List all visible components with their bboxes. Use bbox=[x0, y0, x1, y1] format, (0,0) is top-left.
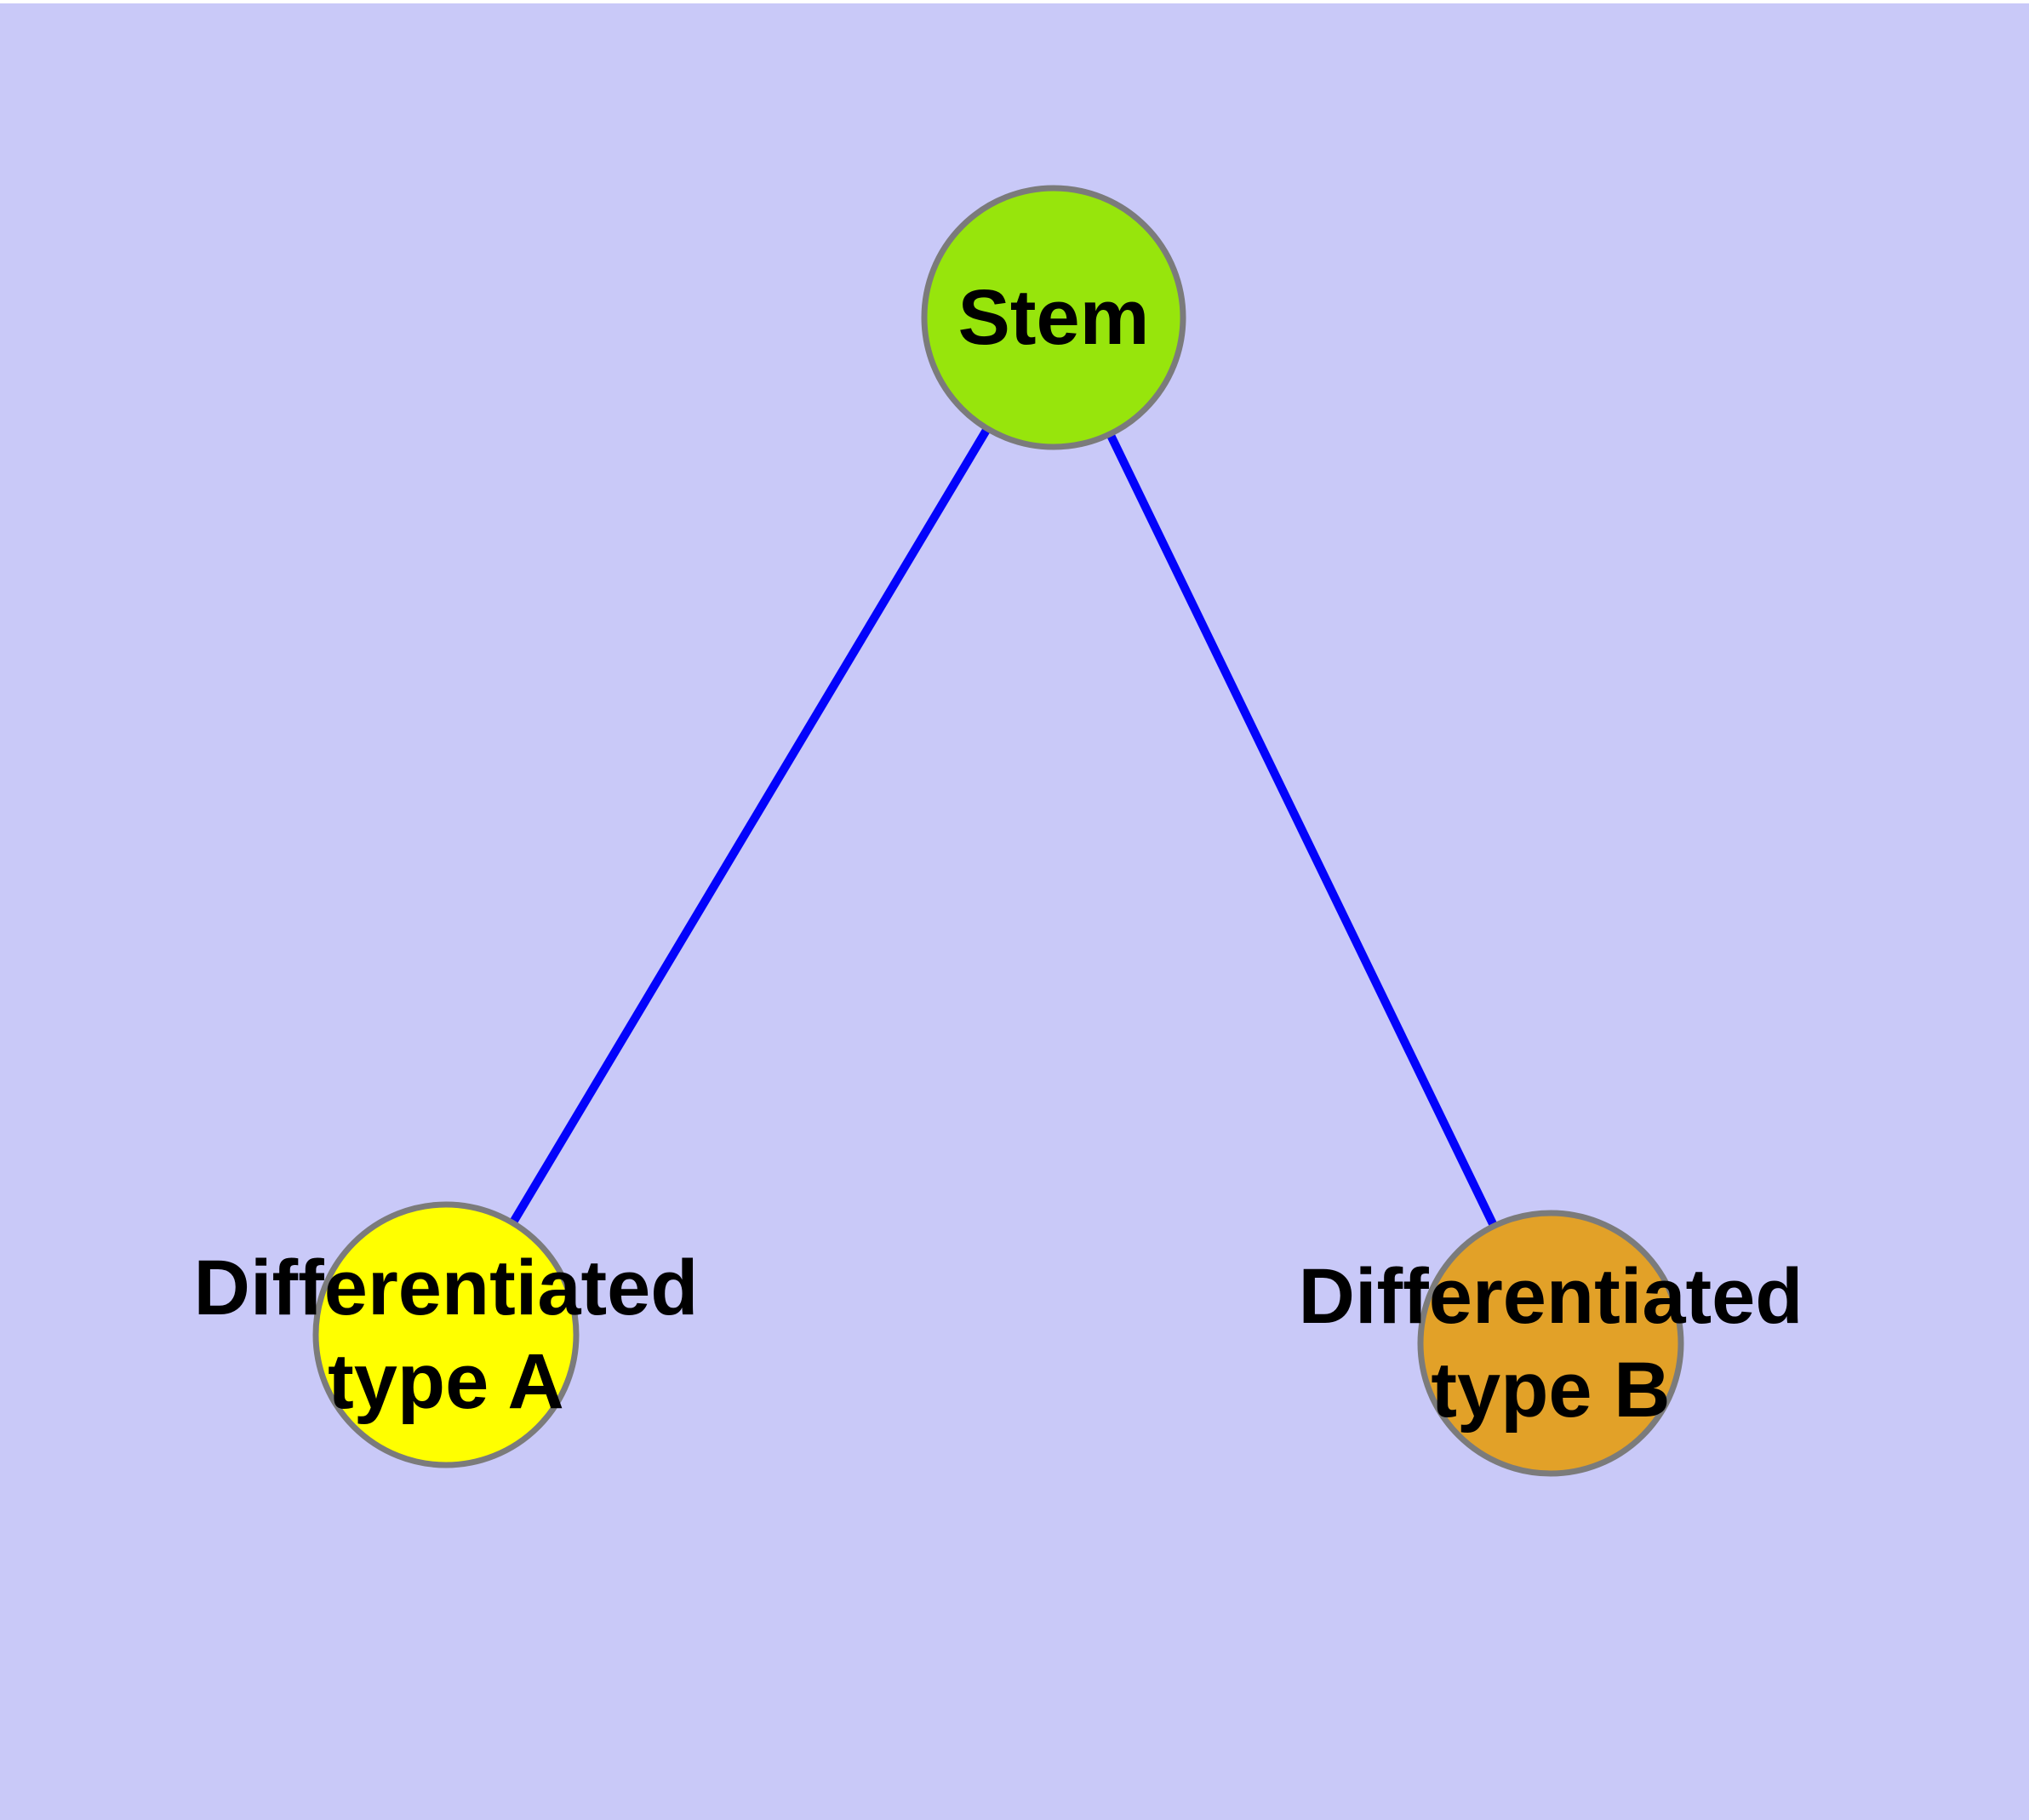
node-label-line: type B bbox=[1431, 1347, 1670, 1434]
node-circle-differentiated-type-a bbox=[312, 1201, 580, 1468]
edge-stem-to-differentiated-type-a bbox=[442, 315, 1058, 1337]
node-circle-differentiated-type-b bbox=[1417, 1210, 1684, 1477]
node-circle-stem bbox=[921, 185, 1186, 450]
node-label-stem: Stem bbox=[958, 274, 1150, 361]
node-label-line: Stem bbox=[958, 274, 1150, 361]
node-label-line: Differentiated bbox=[1299, 1253, 1803, 1340]
node-label-line: Differentiated bbox=[194, 1245, 699, 1331]
node-label-line: type A bbox=[328, 1338, 564, 1425]
edge-stem-to-differentiated-type-b bbox=[1049, 315, 1555, 1346]
